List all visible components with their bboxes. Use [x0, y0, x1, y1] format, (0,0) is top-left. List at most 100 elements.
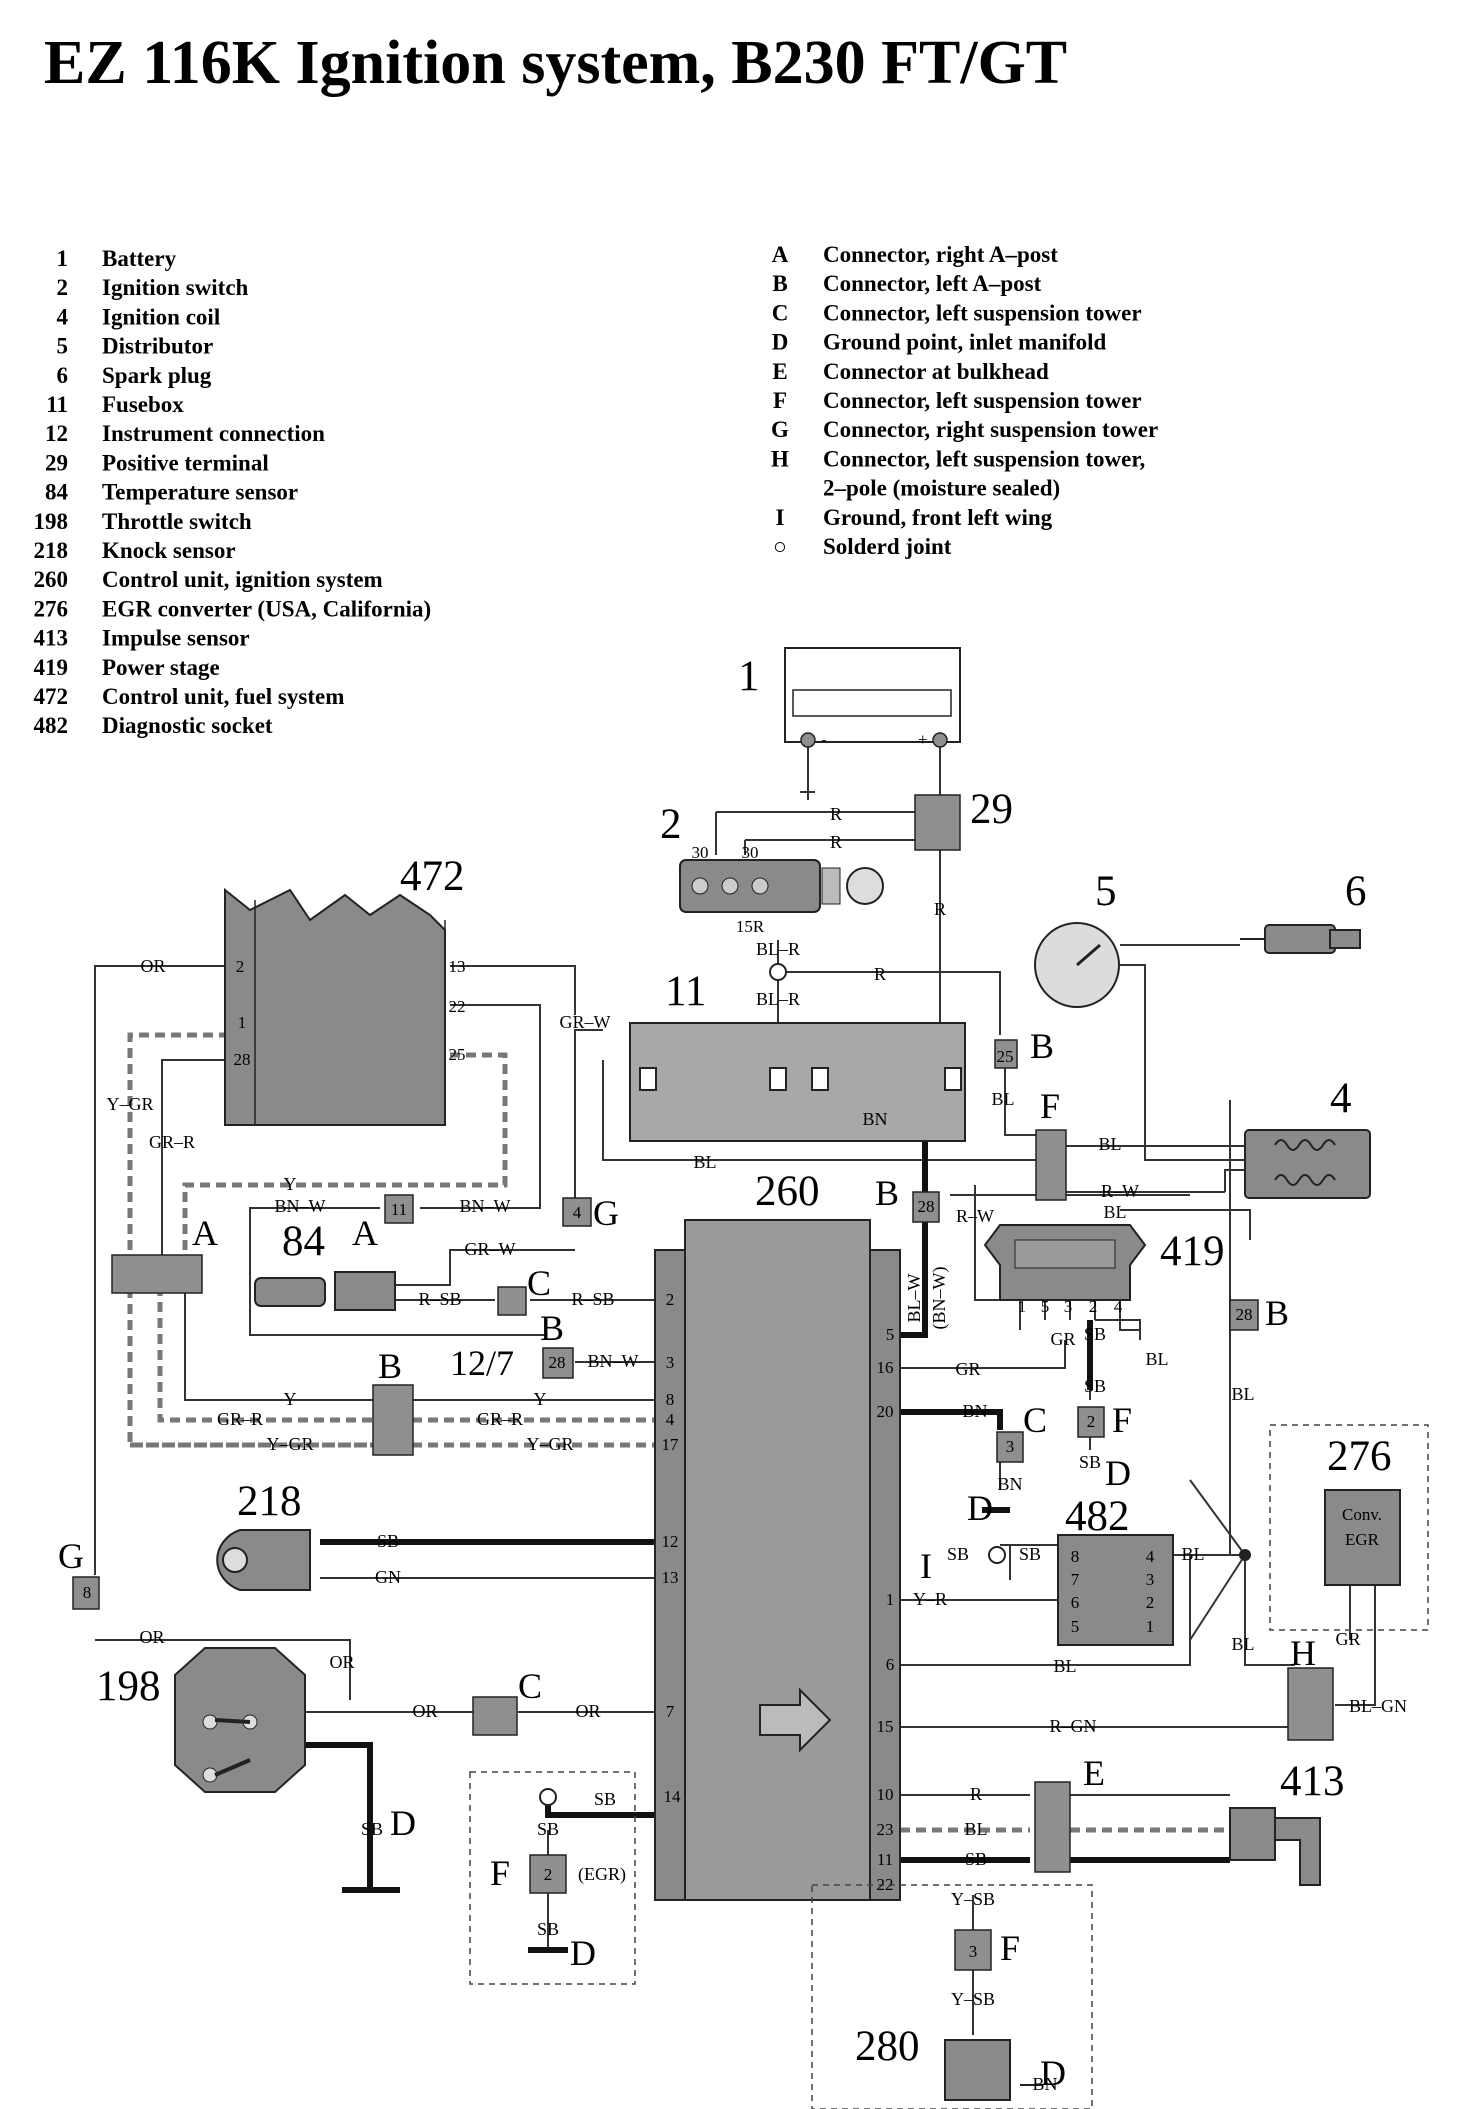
wire-label-sb: SB [1084, 1324, 1106, 1344]
wire-label-bn-w-paren: (BN–W) [929, 1267, 950, 1330]
wire-label-sb: SB [947, 1544, 969, 1564]
wire-label-bl: BL [1181, 1544, 1204, 1564]
power-stage-pin: 1 [1018, 1297, 1027, 1316]
connector-letter-C: C [1023, 1400, 1047, 1440]
solder-joint [769, 963, 787, 981]
wire-label-r: R [970, 1784, 982, 1804]
power-stage [983, 1224, 1147, 1301]
legend-text: Solderd joint [823, 534, 952, 559]
wire-label-y-gr: Y–GR [526, 1434, 573, 1454]
box-num: 3 [969, 1942, 978, 1961]
egr-converter: Conv. EGR [1269, 1424, 1429, 1631]
connector-letter-A: A [352, 1213, 378, 1253]
wire-label-gr-r: GR–R [477, 1409, 523, 1429]
ignition-control-unit [654, 1219, 901, 1901]
temperature-sensor [254, 1271, 396, 1311]
connector-box [1077, 1406, 1105, 1438]
legend-number: 482 [34, 713, 69, 738]
box-num: 2 [544, 1865, 553, 1884]
ecu472-pin: 22 [449, 997, 466, 1016]
ecu-pin: 6 [886, 1655, 895, 1674]
legend-text: Control unit, fuel system [102, 684, 344, 709]
wire-label-r-w: R–W [1101, 1181, 1139, 1201]
connector-box [912, 1191, 940, 1223]
wire-label-gr-r: GR–R [217, 1409, 263, 1429]
component-label-84: 84 [282, 1218, 325, 1265]
connector-letter-G: G [593, 1193, 619, 1233]
connector-box [529, 1854, 567, 1894]
component-label-260: 260 [755, 1168, 820, 1215]
diag-pin: 3 [1146, 1570, 1155, 1589]
diag-pin: 2 [1146, 1593, 1155, 1612]
wire-label-sb: SB [1084, 1376, 1106, 1396]
legend-key: E [772, 359, 787, 384]
wire-label-r: R [874, 964, 886, 984]
connector-box [994, 1039, 1018, 1069]
legend-text: Connector, right A–post [823, 242, 1058, 267]
connector-letter-I: I [920, 1546, 932, 1586]
connector-letter-H: H [1290, 1633, 1316, 1673]
legend-text: Knock sensor [102, 538, 236, 563]
switch-pin-15r: 15R [736, 917, 765, 936]
diag-pin: 7 [1071, 1570, 1080, 1589]
legend-number: 84 [45, 480, 69, 505]
knock-sensor [216, 1529, 311, 1591]
legend-text: Connector at bulkhead [823, 359, 1049, 384]
ecu472-pin: 25 [449, 1045, 466, 1064]
component-label-276: 276 [1327, 1433, 1392, 1480]
component-label-413: 413 [1280, 1758, 1345, 1805]
legend-key: ○ [773, 534, 787, 559]
connector-letter-F: F [1112, 1400, 1132, 1440]
power-stage-pin: 4 [1114, 1297, 1123, 1316]
wire-label-y: Y [534, 1389, 547, 1409]
connector-letter-F: F [1040, 1086, 1060, 1126]
ecu-pin: 16 [877, 1358, 894, 1377]
wire-label-bn: BN [1032, 2074, 1057, 2094]
positive-terminal-29 [914, 794, 961, 851]
connector-letter-A: A [192, 1213, 218, 1253]
power-stage-pin: 5 [1041, 1297, 1050, 1316]
wire-label-bl: BL [1145, 1349, 1168, 1369]
wire-label-r-sb: R–SB [571, 1289, 614, 1309]
legend-key: A [772, 242, 789, 267]
wire-label-y: Y [284, 1174, 297, 1194]
impulse-sensor [1229, 1807, 1321, 1886]
wire-label-r-sb: R–SB [418, 1289, 461, 1309]
wire-label-or: OR [412, 1701, 437, 1721]
wire-label-or: OR [329, 1652, 354, 1672]
connector-letter-B: B [540, 1308, 564, 1348]
component-label-11: 11 [665, 968, 706, 1015]
diagnostic-socket [1057, 1534, 1174, 1646]
solder-joint [539, 1788, 557, 1806]
fuse-tab [811, 1067, 829, 1091]
component-label-12-7: 12/7 [450, 1343, 514, 1383]
legend-text: Distributor [102, 334, 213, 359]
ecu-pin: 15 [877, 1717, 894, 1736]
wire-label-or: OR [139, 1627, 164, 1647]
wire-label-y-r: Y–R [913, 1589, 947, 1609]
connector-box [72, 1576, 100, 1610]
wire-label-r: R [830, 832, 842, 852]
egr-note: (EGR) [578, 1864, 626, 1885]
wire-label-bl: BL [1098, 1134, 1121, 1154]
connector-letter-D: D [967, 1488, 993, 1528]
battery-minus-terminal [800, 732, 816, 748]
connector-letter-F: F [1000, 1928, 1020, 1968]
wire-label-bl: BL [991, 1089, 1014, 1109]
wire-label-sb: SB [361, 1819, 383, 1839]
ecu-pin: 5 [886, 1325, 895, 1344]
ecu472-pin: 28 [234, 1050, 251, 1069]
legend-key: I [776, 505, 785, 530]
wire-label-bn-w: BN–W [275, 1196, 326, 1216]
legend-number: 2 [57, 275, 69, 300]
ecu-pin: 14 [664, 1787, 682, 1806]
wire-label-sb: SB [965, 1849, 987, 1869]
switch-pin-30: 30 [742, 843, 759, 862]
battery: - + [784, 647, 961, 749]
ecu-pin: 2 [666, 1290, 675, 1309]
legend-text: Instrument connection [102, 421, 325, 446]
component-label-1: 1 [738, 653, 760, 700]
ecu-pin: 11 [877, 1850, 893, 1869]
legend-number: 29 [45, 450, 68, 475]
